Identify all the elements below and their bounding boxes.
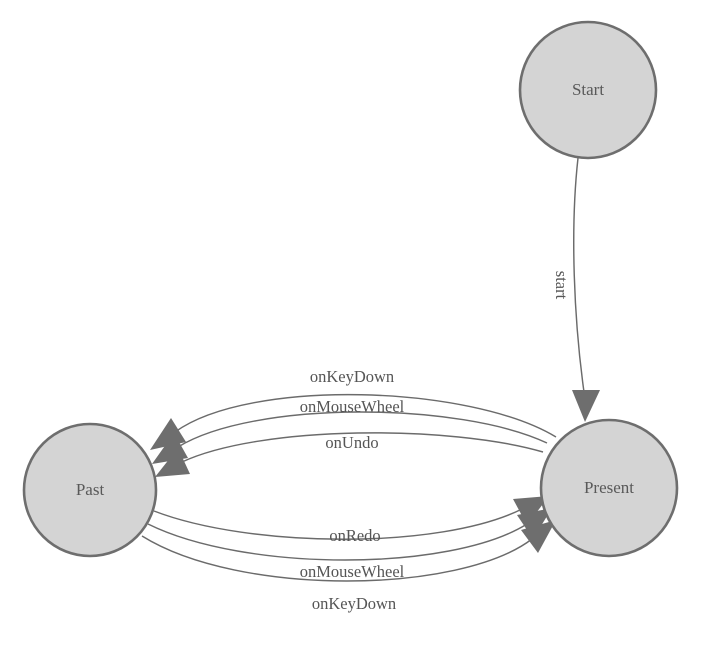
arrow-head-start [572, 390, 600, 422]
arrow-head-past-present-3 [521, 520, 556, 553]
edge-label-present-past-3: onUndo [325, 433, 378, 452]
edge-start-to-present: start [552, 157, 600, 422]
edge-path-past-present-1 [153, 508, 523, 540]
edge-past-to-present-onmousewheel: onMouseWheel [147, 508, 552, 581]
edge-path-present-past-1 [174, 393, 557, 438]
edge-past-to-present-onredo: onRedo [153, 496, 549, 545]
edge-present-to-past-onundo: onUndo [155, 432, 544, 477]
arrow-head-past-present-1 [513, 496, 549, 525]
edge-present-to-past-onmousewheel: onMouseWheel [152, 397, 548, 464]
node-present-circle[interactable] [539, 418, 679, 558]
node-start-label: Start [572, 80, 604, 99]
edge-label-present-past-1: onKeyDown [310, 367, 394, 386]
node-start[interactable]: Start [518, 20, 658, 160]
edge-path-past-present-3 [141, 535, 533, 582]
edge-path-present-past-2 [177, 411, 548, 448]
node-present-label: Present [584, 478, 634, 497]
node-past-label: Past [76, 480, 105, 499]
node-past[interactable]: Past [22, 422, 158, 558]
edge-label-past-present-2: onMouseWheel [300, 562, 405, 581]
arrow-head-past-present-2 [517, 508, 552, 539]
edge-path-start [573, 157, 585, 393]
edge-label-past-present-3: onKeyDown [312, 594, 396, 613]
edge-label-present-past-2: onMouseWheel [300, 397, 405, 416]
node-past-circle[interactable] [22, 422, 158, 558]
edge-label-start: start [552, 271, 571, 300]
node-start-circle[interactable] [518, 20, 658, 160]
edge-label-past-present-1: onRedo [329, 526, 380, 545]
edge-past-to-present-onkeydown: onKeyDown [141, 520, 556, 613]
edge-path-present-past-3 [181, 432, 544, 463]
edge-path-past-present-2 [147, 523, 528, 561]
node-present[interactable]: Present [539, 418, 679, 558]
arrow-head-present-past-3 [155, 448, 190, 477]
